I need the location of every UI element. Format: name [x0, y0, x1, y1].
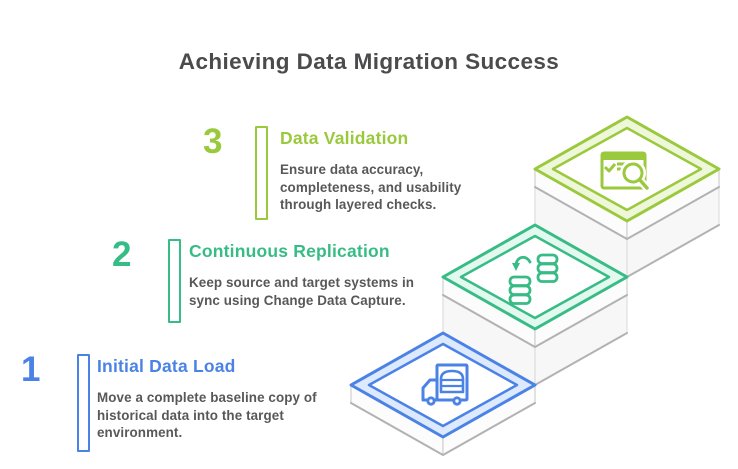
step-3-accent-bar	[255, 126, 268, 220]
step-1-description: Move a complete baseline copy of histori…	[97, 390, 317, 441]
step-2-accent-bar	[168, 239, 181, 323]
step-3-platform	[533, 115, 721, 278]
step-2-description: Keep source and target systems in sync u…	[189, 275, 415, 308]
page-title: Achieving Data Migration Success	[178, 49, 560, 74]
step-2-title: Continuous Replication	[189, 241, 390, 261]
step-2-diamond-inner	[459, 234, 611, 320]
step-1-number: 1	[21, 350, 41, 389]
step-3-description: Ensure data accuracy, completeness, and …	[280, 162, 462, 213]
database-sync-icon	[508, 253, 559, 305]
truck-database-icon	[421, 363, 469, 406]
step-3-title: Data Validation	[280, 128, 409, 148]
step-1-title: Initial Data Load	[97, 356, 236, 376]
step-3-number: 3	[203, 122, 223, 161]
validation-search-icon	[600, 151, 650, 191]
step-2-slab	[442, 276, 628, 348]
step-2-number: 2	[112, 235, 132, 274]
step-1-accent-bar	[77, 354, 90, 452]
step-1-platform	[349, 331, 537, 456]
step-2-platform	[441, 223, 629, 386]
